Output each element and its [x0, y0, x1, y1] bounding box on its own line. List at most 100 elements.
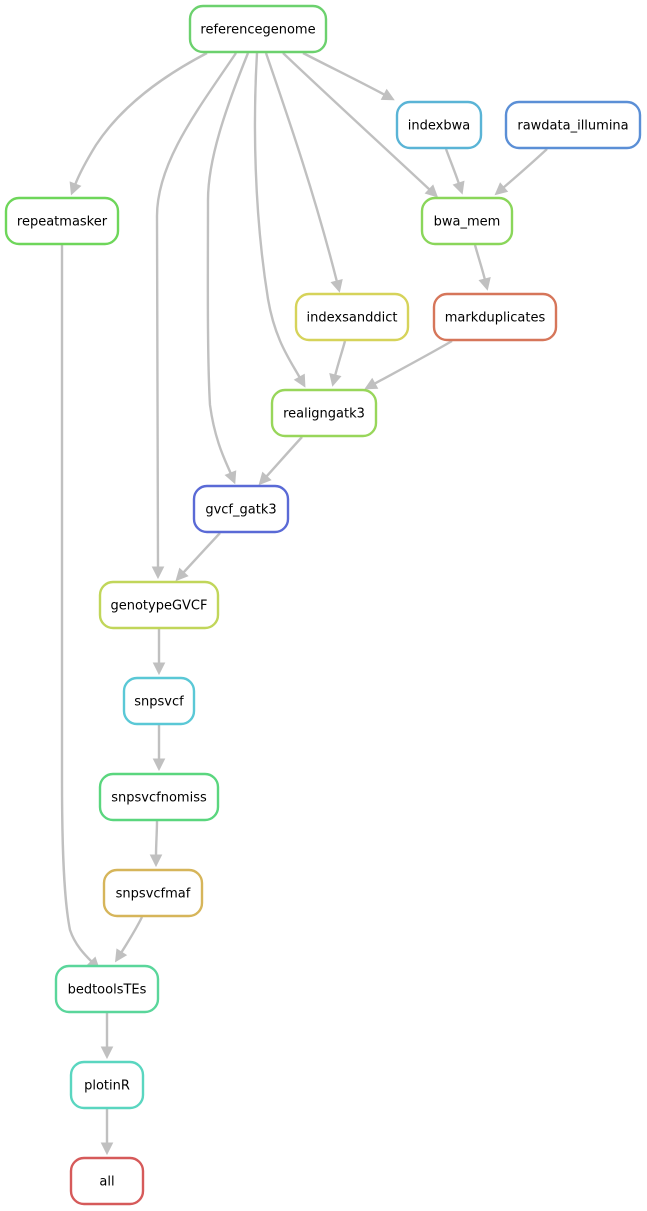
node-indexbwa: indexbwa — [395, 100, 483, 150]
node-bedtoolsTEs: bedtoolsTEs — [54, 964, 160, 1014]
edge-arrowhead — [494, 182, 509, 196]
edge-line — [265, 436, 303, 478]
node-box — [98, 580, 220, 630]
node-referencegenome: referencegenome — [188, 4, 328, 54]
edge-referencegenome-to-bwa_mem — [282, 52, 439, 198]
node-indexsanddict: indexsanddict — [294, 292, 410, 342]
node-label: snpsvcf — [134, 695, 184, 710]
edge-line — [282, 52, 431, 191]
node-repeatmasker: repeatmasker — [4, 196, 120, 246]
edge-gvcf_gatk3-to-genotypeGVCF — [175, 532, 221, 582]
node-label: plotinR — [84, 1079, 130, 1094]
node-label: gvcf_gatk3 — [205, 503, 276, 518]
edge-arrowhead — [258, 471, 272, 486]
edge-line — [373, 339, 453, 386]
edge-line — [502, 148, 548, 189]
edge-arrowhead — [152, 758, 166, 772]
node-snpsvcfmaf: snpsvcfmaf — [102, 868, 204, 918]
node-label: all — [99, 1175, 114, 1190]
edge-line — [155, 52, 237, 569]
node-box — [98, 772, 220, 822]
edge-line — [264, 52, 339, 283]
edge-line — [473, 244, 487, 281]
node-box — [294, 292, 410, 342]
edge-arrowhead — [478, 277, 491, 291]
edge-arrowhead — [424, 184, 439, 198]
edge-snpsvcfmaf-to-bedtoolsTEs — [114, 916, 144, 963]
node-snpsvcfnomiss: snpsvcfnomiss — [98, 772, 220, 822]
node-snpsvcf: snpsvcf — [122, 676, 196, 726]
edge-markduplicates-to-realigngatk3 — [364, 339, 453, 390]
node-box — [122, 676, 196, 726]
node-box — [188, 4, 328, 54]
node-box — [420, 196, 514, 246]
edge-arrowhead — [151, 566, 165, 580]
edge-snpsvcfnomiss-to-snpsvcfmaf — [149, 820, 163, 868]
node-label: indexbwa — [408, 119, 470, 134]
edge-bedtoolsTEs-to-plotinR — [100, 1013, 114, 1060]
node-box — [69, 1060, 145, 1110]
node-plotinR: plotinR — [69, 1060, 145, 1110]
edge-referencegenome-to-genotypeGVCF — [151, 52, 237, 580]
edge-line — [73, 51, 208, 186]
node-box — [54, 964, 160, 1014]
edge-arrowhead — [364, 377, 379, 390]
edge-arrowhead — [175, 567, 189, 582]
node-box — [270, 388, 378, 438]
edge-referencegenome-to-realigngatk3 — [253, 52, 306, 388]
edge-bwa_mem-to-markduplicates — [473, 244, 491, 291]
node-label: snpsvcfmaf — [116, 887, 191, 902]
node-box — [504, 100, 642, 150]
node-box — [102, 868, 204, 918]
edge-arrowhead — [69, 181, 82, 196]
node-label: markduplicates — [445, 311, 546, 326]
edge-arrowhead — [380, 88, 395, 101]
edge-line — [253, 52, 302, 379]
edge-line — [302, 51, 386, 97]
edge-line — [154, 820, 159, 857]
node-label: genotypeGVCF — [110, 599, 207, 614]
node-label: repeatmasker — [17, 215, 108, 230]
edge-arrowhead — [452, 180, 465, 195]
node-all: all — [69, 1156, 145, 1206]
node-box — [432, 292, 558, 342]
edge-snpsvcf-to-snpsvcfnomiss — [152, 725, 166, 772]
edge-line — [119, 916, 144, 954]
edge-indexsanddict-to-realigngatk3 — [329, 340, 347, 387]
node-bwa_mem: bwa_mem — [420, 196, 514, 246]
edge-arrowhead — [100, 1046, 114, 1060]
edge-referencegenome-to-gvcf_gatk3 — [206, 52, 250, 485]
node-label: rawdata_illumina — [517, 119, 628, 134]
edge-realigngatk3-to-gvcf_gatk3 — [258, 436, 303, 486]
node-box — [395, 100, 483, 150]
edge-arrowhead — [330, 279, 343, 293]
edge-referencegenome-to-indexbwa — [302, 51, 395, 101]
edge-line — [206, 52, 250, 475]
edge-line — [444, 148, 461, 185]
edge-arrowhead — [114, 948, 128, 963]
edge-line — [60, 245, 93, 963]
node-box — [192, 484, 290, 534]
node-label: bwa_mem — [434, 215, 501, 230]
node-label: indexsanddict — [307, 311, 398, 326]
edge-arrowhead — [149, 854, 163, 868]
node-gvcf_gatk3: gvcf_gatk3 — [192, 484, 290, 534]
nodes-layer: referencegenome indexbwa rawdata_illuminar… — [4, 4, 642, 1206]
edge-genotypeGVCF-to-snpsvcf — [152, 629, 166, 676]
node-box — [4, 196, 120, 246]
node-label: snpsvcfnomiss — [111, 791, 207, 806]
node-markduplicates: markduplicates — [432, 292, 558, 342]
edge-indexbwa-to-bwa_mem — [444, 148, 465, 195]
edge-arrowhead — [293, 373, 306, 388]
node-label: referencegenome — [200, 23, 315, 38]
edge-referencegenome-to-indexsanddict — [264, 52, 343, 293]
node-label: realigngatk3 — [283, 407, 365, 422]
edge-line — [333, 340, 347, 377]
edge-arrowhead — [152, 662, 166, 676]
node-label: bedtoolsTEs — [68, 983, 147, 998]
edges-layer — [60, 51, 548, 1156]
node-genotypeGVCF: genotypeGVCF — [98, 580, 220, 630]
edge-line — [182, 532, 221, 574]
edge-arrowhead — [329, 373, 342, 387]
